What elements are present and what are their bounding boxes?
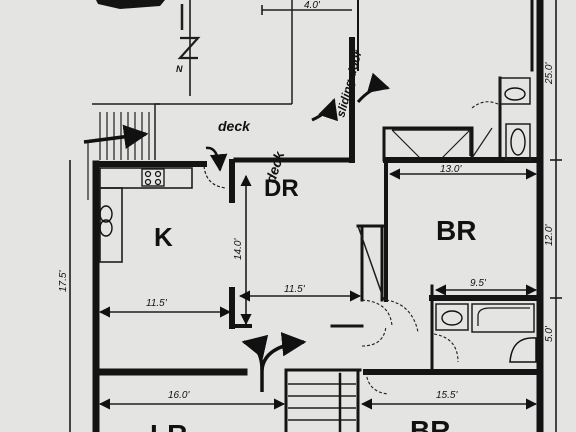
svg-text:4.0': 4.0' xyxy=(304,0,321,11)
room-label-bedroom: BR xyxy=(436,215,476,246)
dim-left-height: 17.5' xyxy=(58,160,71,432)
svg-text:25.0': 25.0' xyxy=(544,62,555,85)
svg-text:16.0': 16.0' xyxy=(168,390,190,401)
dim-bedroom-width: 13.0' xyxy=(388,164,538,180)
svg-text:11.5': 11.5' xyxy=(284,284,306,295)
dim-right-side: 25.0' 12.0' 5.0' xyxy=(544,0,562,432)
svg-text:13.0': 13.0' xyxy=(440,164,462,175)
kitchen-entry-arrow xyxy=(205,146,228,172)
interior-walls xyxy=(96,76,543,432)
svg-text:12.0': 12.0' xyxy=(544,224,555,246)
room-label-lower-right: BR xyxy=(410,415,450,432)
lower-door-swing xyxy=(365,371,389,395)
north-label: N xyxy=(176,64,183,74)
hall-door-swing xyxy=(361,325,387,347)
circulation-arrow xyxy=(241,332,307,392)
room-label-lower-left: LR xyxy=(150,419,187,432)
room-label-dining: DR xyxy=(264,175,299,202)
sliding-door-arrow xyxy=(356,72,391,104)
dim-lower-right-width: 15.5' xyxy=(360,390,538,410)
dim-dr-width: 11.5' xyxy=(238,284,362,302)
interior-stairs xyxy=(288,372,356,432)
closet-door-swing xyxy=(385,299,419,333)
kitchen-fixtures xyxy=(99,167,193,263)
dim-bath-width: 9.5' xyxy=(434,278,538,296)
exterior-stairs xyxy=(83,103,160,160)
bath-lower-fixtures xyxy=(433,303,537,363)
top-blob xyxy=(96,0,165,9)
closet-lines xyxy=(391,127,493,159)
svg-text:9.5': 9.5' xyxy=(470,278,487,289)
dim-lower-left-width: 16.0' xyxy=(98,390,286,410)
bath-upper-fixtures xyxy=(471,77,531,161)
dim-top-width: 4.0' xyxy=(261,0,352,15)
kitchen-door-swing xyxy=(203,165,227,189)
svg-text:14.0': 14.0' xyxy=(233,238,244,260)
north-arrow-icon: N xyxy=(176,0,201,96)
svg-text:17.5': 17.5' xyxy=(58,270,69,292)
bedroom-door-swing xyxy=(361,299,393,327)
deck-outline xyxy=(87,0,293,200)
room-label-kitchen: K xyxy=(154,222,173,252)
svg-text:15.5': 15.5' xyxy=(436,390,458,401)
svg-text:11.5': 11.5' xyxy=(146,298,168,309)
deck-arrow xyxy=(311,98,338,122)
deck-label-lower: deck xyxy=(218,118,251,134)
svg-text:5.0': 5.0' xyxy=(544,325,555,342)
dim-kitchen-width: 11.5' xyxy=(98,298,232,318)
